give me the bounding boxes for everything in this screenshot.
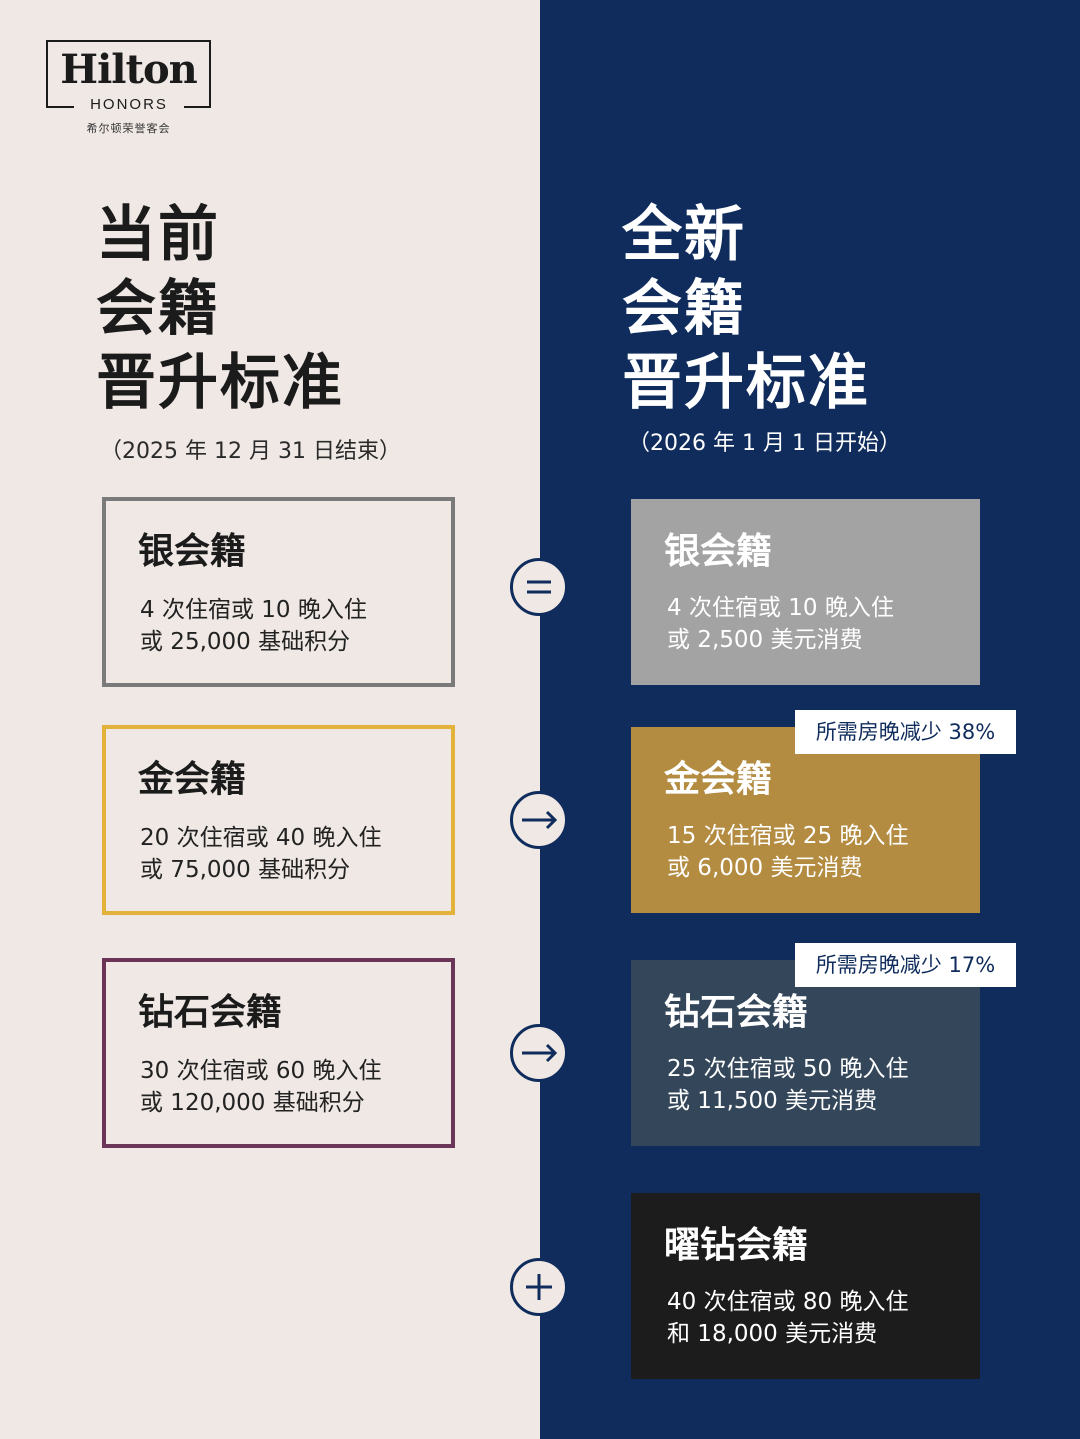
new-heading-line: 全新 [622, 200, 746, 270]
current-heading-line: 会籍 [96, 274, 220, 344]
plus-icon [526, 1274, 552, 1300]
current-silver-card: 银会籍 4 次住宿或 10 晚入住 或 25,000 基础积分 [102, 497, 455, 687]
tier-requirement: 15 次住宿或 25 晚入住 [667, 823, 909, 849]
tier-requirement: 或 6,000 美元消费 [667, 855, 863, 881]
new-silver-card: 银会籍 4 次住宿或 10 晚入住 或 2,500 美元消费 [631, 499, 980, 685]
new-date-note: （2026 年 1 月 1 日开始） [628, 431, 901, 456]
gold-reduction-badge: 所需房晚减少 38% [795, 710, 1016, 754]
new-heading-line: 晋升标准 [622, 348, 870, 418]
new-diamond-card: 钻石会籍 25 次住宿或 50 晚入住 或 11,500 美元消费 [631, 960, 980, 1146]
logo-wordmark: Hilton [60, 46, 197, 93]
current-gold-card: 金会籍 20 次住宿或 40 晚入住 或 75,000 基础积分 [102, 725, 455, 915]
tier-requirement: 4 次住宿或 10 晚入住 [667, 595, 894, 621]
current-heading-line: 晋升标准 [96, 348, 344, 418]
current-heading-line: 当前 [96, 200, 220, 270]
tier-requirement: 或 75,000 基础积分 [140, 857, 351, 883]
tier-requirement: 25 次住宿或 50 晚入住 [667, 1056, 909, 1082]
arrow-connector-gold [510, 791, 568, 849]
tier-name: 银会籍 [664, 530, 773, 572]
equals-icon [527, 580, 551, 594]
tier-name: 金会籍 [664, 758, 773, 800]
diamond-reduction-badge: 所需房晚减少 17% [795, 943, 1016, 987]
plus-connector [510, 1258, 568, 1316]
tier-name: 钻石会籍 [138, 991, 283, 1033]
current-heading: 当前 会籍 晋升标准 [96, 198, 344, 420]
tier-name: 曜钻会籍 [664, 1224, 809, 1266]
tier-requirement: 或 120,000 基础积分 [140, 1090, 365, 1116]
tier-requirement: 20 次住宿或 40 晚入住 [140, 825, 382, 851]
tier-requirement: 和 18,000 美元消费 [667, 1321, 878, 1347]
tier-name: 金会籍 [138, 758, 247, 800]
arrow-connector-diamond [510, 1024, 568, 1082]
current-diamond-card: 钻石会籍 30 次住宿或 60 晚入住 或 120,000 基础积分 [102, 958, 455, 1148]
logo-subtitle: HONORS [74, 96, 184, 114]
new-heading: 全新 会籍 晋升标准 [622, 198, 870, 420]
current-panel [0, 0, 540, 1439]
tier-name: 银会籍 [138, 530, 247, 572]
new-obsidian-diamond-card: 曜钻会籍 40 次住宿或 80 晚入住 和 18,000 美元消费 [631, 1193, 980, 1379]
tier-requirement: 或 11,500 美元消费 [667, 1088, 878, 1114]
arrow-right-icon [522, 1043, 558, 1063]
equals-connector [510, 558, 568, 616]
arrow-right-icon [522, 810, 558, 830]
current-date-note: （2025 年 12 月 31 日结束） [100, 439, 401, 464]
tier-requirement: 40 次住宿或 80 晚入住 [667, 1289, 909, 1315]
tier-requirement: 4 次住宿或 10 晚入住 [140, 597, 367, 623]
new-gold-card: 金会籍 15 次住宿或 25 晚入住 或 6,000 美元消费 [631, 727, 980, 913]
logo-chinese-name: 希尔顿荣誉客会 [86, 122, 171, 135]
tier-requirement: 或 2,500 美元消费 [667, 627, 863, 653]
tier-requirement: 30 次住宿或 60 晚入住 [140, 1058, 382, 1084]
tier-name: 钻石会籍 [664, 991, 809, 1033]
new-heading-line: 会籍 [622, 274, 746, 344]
tier-requirement: 或 25,000 基础积分 [140, 629, 351, 655]
